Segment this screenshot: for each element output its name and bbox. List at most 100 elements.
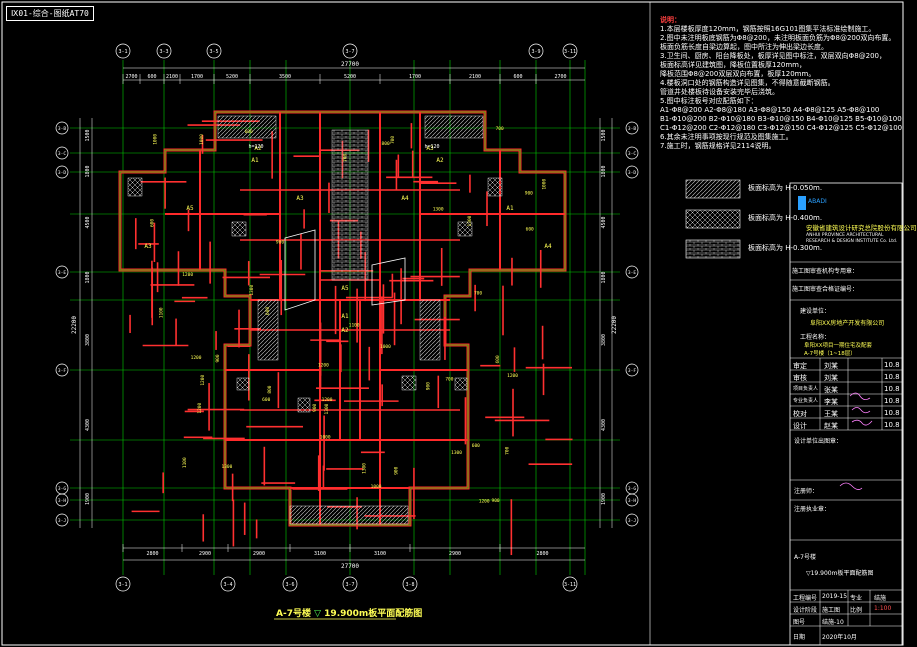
axis-bubble-label: 3-J (628, 518, 636, 524)
bar-length-label: 900 (312, 403, 318, 411)
axis-bubble (55, 363, 69, 377)
caption-title: 19.900m板平面配筋图 (324, 609, 423, 619)
bar-length-label: 1200 (318, 363, 329, 369)
legend-label-1: 板面标高为 H-0.050m. (748, 184, 823, 192)
note-line: 板面标高详见建筑图，降板位置板厚120mm， (660, 61, 806, 69)
bar-length-label: 1200 (479, 498, 490, 504)
axis-bubble-label: 3-H (58, 498, 66, 504)
note-line: C1-Φ12@200 C2-Φ12@180 C3-Φ12@150 C4-Φ12@… (660, 124, 903, 132)
project-label: 工程名称： (800, 334, 831, 341)
bar-length-label: 700 (504, 446, 510, 454)
axis-bubble (625, 493, 639, 507)
hatch-diag (257, 299, 279, 361)
titleblock-grid (790, 261, 902, 645)
dim-text: 3800 (601, 334, 607, 346)
dim-text: 3500 (279, 74, 291, 80)
legend-label-2: 板面标高为 H-0.400m. (748, 214, 823, 222)
role-name: 刘某 (824, 374, 838, 382)
dim-text: 4300 (85, 419, 91, 431)
axis-bubble-label: 3-H (628, 498, 636, 504)
dim-text: 4300 (601, 419, 607, 431)
caption-building: A-7号楼 (276, 609, 311, 619)
bar-length-label: 900 (393, 466, 399, 474)
axis-bubble-label: 3-B (58, 126, 66, 132)
slab-label: A2 (436, 157, 444, 164)
slab-label: A4 (544, 243, 552, 250)
dim-text: 1800 (85, 271, 91, 283)
role-label: 设计 (793, 422, 807, 430)
note-line: B1-Φ10@200 B2-Φ10@180 B3-Φ10@150 B4-Φ10@… (660, 115, 902, 123)
axis-bubble-label: 3-5 (209, 49, 218, 55)
slab-thickness: h=120 (248, 144, 263, 150)
drawing-caption: A-7号楼 ▽ 19.900m板平面配筋图 (276, 606, 422, 619)
axis-bubble-label: 3-3 (159, 49, 168, 55)
hatch-cross (454, 377, 468, 391)
note-line: 2.图中未注明板底钢筋为Φ8@200，未注明板面负筋为Φ8@200双向布置。 (660, 34, 896, 42)
dim-text: 2700 (554, 74, 566, 80)
axis-bubble-label: 3-F (628, 368, 636, 374)
bar-length-label: 1100 (349, 322, 360, 328)
slab-label: A3 (296, 195, 304, 202)
axis-bubble-label: 3-G (58, 486, 66, 492)
project-name: 阜阳XX项目一期住宅及配套 (804, 343, 873, 349)
bar-length-label: 1200 (182, 272, 193, 278)
bar-length-label: 900 (492, 498, 500, 504)
axis-bubble-label: 3-D (58, 170, 66, 176)
role-date: 10.8 (884, 409, 900, 417)
bar-length-label: 700 (343, 153, 349, 161)
axis-bubble-label: 3-6 (285, 582, 294, 588)
axis-bubble (156, 43, 172, 59)
company-logo-icon (798, 196, 806, 210)
notes-heading: 说明： (660, 16, 681, 24)
bar-length-label: 800 (382, 141, 390, 147)
axis-bubble (55, 165, 69, 179)
bar-length-label: 700 (445, 377, 453, 383)
axis-bubble-label: 3-C (628, 151, 636, 157)
sheet-label: 图号 (793, 619, 806, 626)
axis-bubble (625, 146, 639, 160)
drawing-title: ▽19.900m板平面配筋图 (806, 570, 874, 577)
dim-text: 2700 (125, 74, 137, 80)
slab-label: A1 (341, 313, 349, 320)
signature-mark (839, 392, 873, 490)
bar-length-label: 1200 (200, 375, 206, 386)
major-value: 结施 (874, 595, 887, 602)
axis-bubble-label: 3-8 (405, 582, 414, 588)
axis-bubble (625, 513, 639, 527)
note-line: 4.楼板洞口处的钢筋构造详见图集，不得随意截断钢筋。 (660, 79, 835, 87)
axis-bubble (342, 43, 358, 59)
logo-text: ABADI (808, 198, 827, 205)
note-line: 3.卫生间、厨房、阳台降板处，板厚详见图中标注，双层双向Φ8@200， (660, 52, 887, 60)
elevator-shaft (371, 257, 406, 306)
axis-bubble (55, 121, 69, 135)
dim-text: 2100 (166, 74, 178, 80)
building-outline-inner (119, 111, 566, 526)
bar-length-label: 1100 (158, 307, 164, 318)
bar-length-label: 600 (265, 307, 271, 315)
bar-length-label: 600 (150, 219, 156, 227)
building-walls (118, 110, 567, 527)
bar-length-label: 700 (474, 290, 482, 296)
bar-length-label: 900 (215, 354, 221, 362)
seal-label: 设计单位出图章： (794, 438, 843, 445)
slab-label: A2 (341, 327, 349, 334)
axis-bubble (55, 513, 69, 527)
bar-length-label: 900 (525, 191, 533, 197)
drawing-tag[interactable]: Ⅸ01-综合-图纸AT70 (6, 6, 94, 21)
bar-length-label: 1200 (191, 355, 202, 361)
axis-bubble-label: 3-E (58, 270, 66, 276)
dim-text: 600 (147, 74, 156, 80)
axis-bubble (402, 576, 418, 592)
axis-bubble-label: 3-B (628, 126, 636, 132)
dim-text-total: 27700 (341, 61, 359, 68)
general-notes: 说明： 1.本层楼板厚度120mm，钢筋按照16G101图集平法标准绘制施工。 … (660, 16, 903, 151)
client-name: 阜阳XX房地产开发有限公司 (810, 320, 885, 327)
client-label: 建设单位： (800, 308, 831, 315)
date-value: 2020年10月 (822, 634, 857, 641)
axis-bubble-label: 3-4 (223, 582, 232, 588)
dim-text: 1700 (191, 74, 203, 80)
slab-label: A5 (186, 205, 194, 212)
role-label: 审核 (793, 374, 807, 382)
